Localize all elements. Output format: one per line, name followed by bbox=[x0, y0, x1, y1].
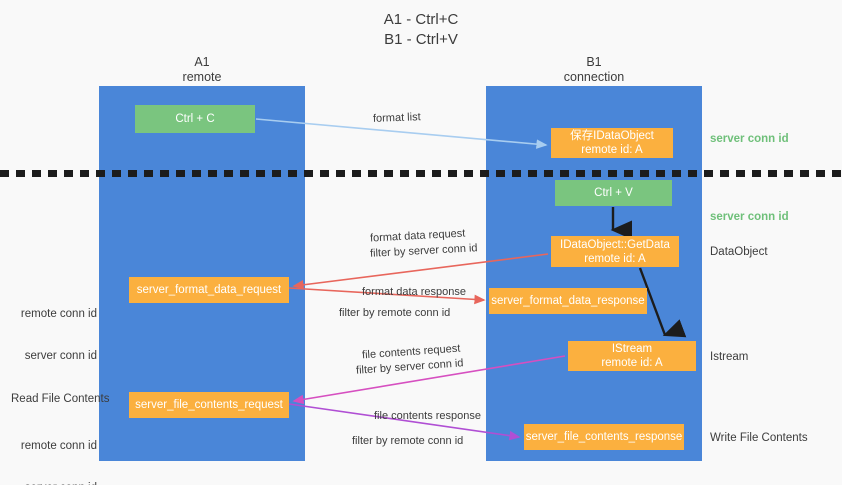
filter-value-remote-conn-id: remote conn id bbox=[390, 435, 464, 447]
label-read-file-contents: Read File Contents bbox=[11, 393, 110, 405]
filter-prefix: filter by bbox=[352, 435, 391, 447]
box-istream[interactable]: IStream remote id: A bbox=[568, 341, 696, 371]
box-save-idataobject[interactable]: 保存IDataObject remote id: A bbox=[551, 128, 673, 158]
label-file-contents-response: file contents response bbox=[374, 410, 482, 422]
filter-value-server-conn-id: server conn id bbox=[394, 357, 464, 375]
box-server-file-contents-response[interactable]: server_file_contents_response bbox=[524, 424, 684, 450]
label-conn-ids-bottom: remote conn id server conn id bbox=[11, 411, 97, 485]
label-write-file-contents: Write File Contents bbox=[710, 432, 808, 444]
label-dataobject: DataObject bbox=[710, 246, 768, 258]
filter-prefix: filter by bbox=[369, 245, 409, 260]
box-idataobject-getdata[interactable]: IDataObject::GetData remote id: A bbox=[551, 236, 679, 267]
label-format-data-response-filter: filter by remote conn id bbox=[339, 306, 450, 321]
label-conn-ids-top: remote conn id server conn id bbox=[11, 279, 97, 391]
filter-value-remote-conn-id: remote conn id bbox=[377, 307, 451, 319]
label-server-conn-id-top: server conn id bbox=[710, 133, 789, 145]
box-server-format-data-response[interactable]: server_format_data_response bbox=[489, 288, 647, 314]
label-server-conn-id-left-top: server conn id bbox=[24, 350, 97, 362]
box-ctrl-c[interactable]: Ctrl + C bbox=[135, 105, 255, 133]
label-istream: Istream bbox=[710, 351, 749, 363]
label-format-data-response: format data response bbox=[362, 286, 466, 298]
filter-prefix: filter by bbox=[355, 362, 395, 377]
label-remote-conn-id-bottom: remote conn id bbox=[20, 440, 97, 452]
column-header-b1: B1 connection bbox=[563, 55, 625, 84]
label-remote-conn-id-top: remote conn id bbox=[20, 308, 97, 320]
box-ctrl-v[interactable]: Ctrl + V bbox=[555, 180, 672, 206]
filter-value-server-conn-id: server conn id bbox=[408, 242, 478, 258]
label-server-conn-id-left-bottom: server conn id bbox=[11, 481, 97, 485]
box-server-format-data-request[interactable]: server_format_data_request bbox=[129, 277, 289, 303]
page-title: A1 - Ctrl+C B1 - Ctrl+V bbox=[383, 11, 459, 48]
column-header-a1: A1 remote bbox=[182, 55, 222, 84]
dashed-divider bbox=[0, 170, 842, 177]
label-file-contents-response-filter: filter by remote conn id bbox=[352, 434, 463, 449]
label-format-list: format list bbox=[372, 111, 421, 125]
label-server-conn-id-mid: server conn id bbox=[710, 211, 789, 223]
filter-prefix: filter by bbox=[339, 307, 378, 319]
box-server-file-contents-request[interactable]: server_file_contents_request bbox=[129, 392, 289, 418]
